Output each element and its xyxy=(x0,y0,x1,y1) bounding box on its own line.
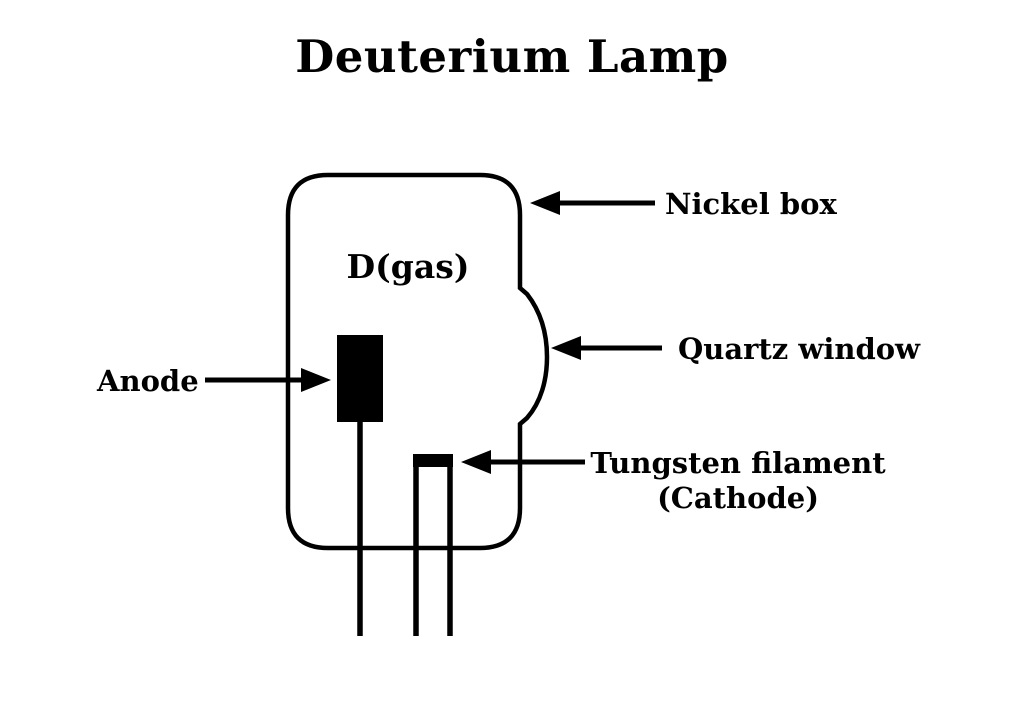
nickel-box-outline xyxy=(285,172,550,551)
nickel-box-arrowhead-icon xyxy=(530,191,560,215)
nickel-box-arrow xyxy=(530,191,655,215)
anode-label: Anode xyxy=(96,364,199,398)
nickel-box-label: Nickel box xyxy=(665,187,837,221)
anode-electrode xyxy=(337,335,383,422)
filament-label-line2: (Cathode) xyxy=(657,481,819,515)
anode-arrowhead-icon xyxy=(301,368,331,392)
filament-arrow xyxy=(461,450,585,474)
anode-arrow xyxy=(205,368,331,392)
quartz-window-label: Quartz window xyxy=(678,332,921,366)
quartz-window-arrow xyxy=(551,336,662,360)
gas-label: D(gas) xyxy=(347,247,470,286)
filament-label-line1: Tungsten filament xyxy=(590,446,886,480)
filament-arrowhead-icon xyxy=(461,450,491,474)
tungsten-filament-electrode xyxy=(413,454,453,467)
quartz-window-arrowhead-icon xyxy=(551,336,581,360)
diagram-title: Deuterium Lamp xyxy=(295,30,729,83)
